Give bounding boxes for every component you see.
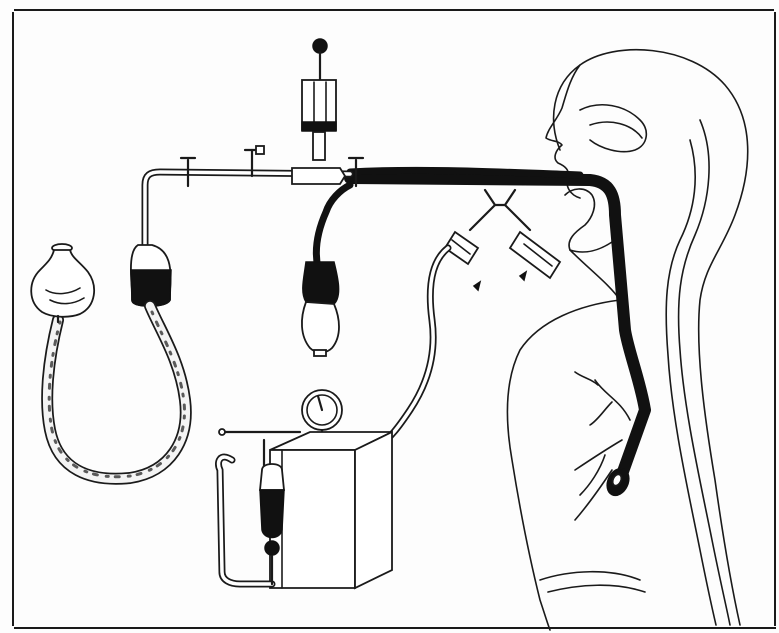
sleeve-marker-1 — [474, 282, 480, 290]
pump-box — [270, 432, 392, 588]
bronchus-branch-5 — [575, 372, 598, 385]
diaphragm-line — [540, 572, 640, 580]
bronchus-branch-3 — [580, 455, 605, 495]
side-tube-inner — [380, 248, 448, 445]
side-tube-outer — [380, 248, 448, 445]
syringe-plunger — [302, 122, 336, 131]
bronchus-branch-1 — [590, 402, 612, 425]
diaphragm-line-2 — [548, 585, 645, 592]
right-sleeve — [510, 232, 560, 278]
head-back-outline — [554, 50, 748, 625]
small-flask-fluid — [260, 490, 284, 538]
nasal-cavity — [580, 105, 646, 152]
spine-outline-inner — [666, 140, 716, 625]
syringe-icon — [302, 39, 336, 160]
stopcock-2-screw — [256, 146, 264, 154]
bronchus-branch-2 — [575, 440, 622, 470]
y-stem-left — [485, 190, 515, 205]
palate-curve — [590, 122, 642, 138]
y-connector-assembly — [380, 190, 560, 445]
flask-bulb — [31, 244, 94, 322]
bronchus-left — [595, 380, 630, 420]
glass-reservoir — [131, 245, 171, 306]
small-flask-bulb — [265, 541, 279, 555]
junction-block — [292, 168, 345, 184]
jaw-line — [570, 242, 612, 252]
u-tube-inner — [47, 306, 186, 479]
small-flask-top — [260, 464, 284, 490]
rubber-bulb-icon — [302, 185, 350, 356]
flask-body — [31, 250, 94, 317]
bulb-tip — [314, 350, 326, 356]
y-fork — [470, 205, 530, 230]
throat-front — [570, 250, 620, 300]
manifold-pipe — [145, 146, 363, 245]
dial-gauge-icon — [302, 390, 342, 438]
chest-outline — [507, 300, 620, 630]
syringe-neck — [313, 132, 325, 160]
sleeve-marker-2 — [520, 272, 526, 280]
rubber-tube-loop — [47, 306, 186, 479]
catheter-tube — [350, 170, 645, 499]
bulb-light-chamber — [302, 302, 339, 353]
spine-outline-outer — [679, 120, 730, 625]
box-side — [355, 432, 392, 588]
bulb-connecting-tube — [316, 185, 350, 268]
valve-rod-end — [219, 429, 225, 435]
